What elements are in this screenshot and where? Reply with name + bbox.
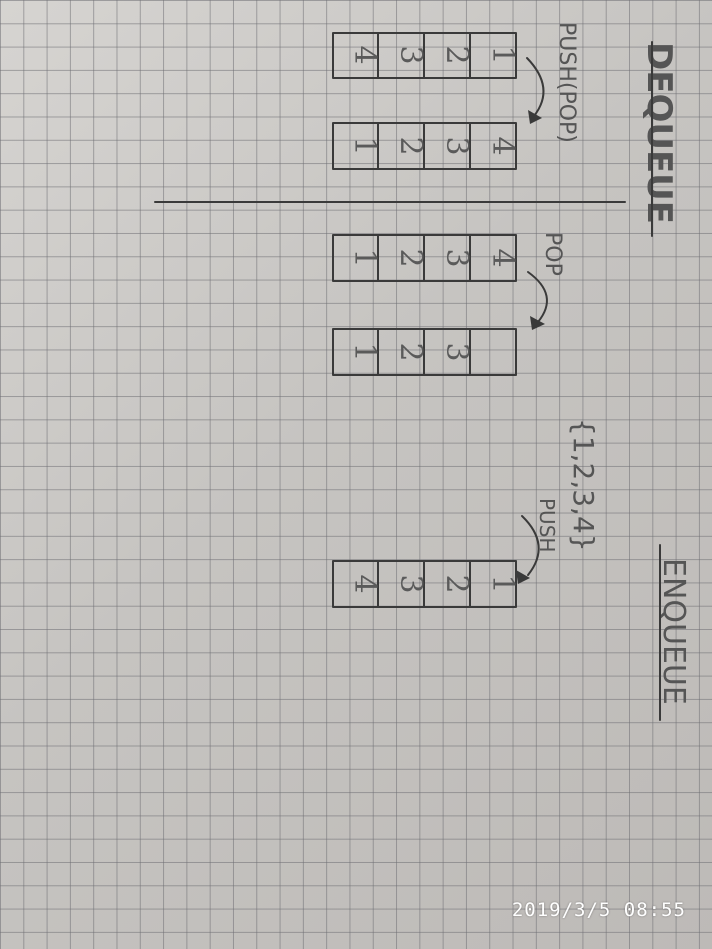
dequeue-title: DEQUEUE [639,42,679,224]
push-label: PUSH [535,498,559,552]
enqueue-title: ENQUEUE [656,558,691,705]
queue-cell: 2 [439,45,474,64]
queue-cell: 1 [485,574,520,593]
queue-cell: 3 [439,248,474,267]
photo-timestamp: 2019/3/5 08:55 [511,899,686,921]
queue-cell: 1 [485,45,520,64]
queue-cell: 2 [393,342,428,361]
push-pop-label: PUSH(POP) [554,22,579,143]
queue-cell: 4 [485,248,520,267]
queue-row-5: 1 2 3 4 [332,560,520,608]
queue-row-1: 1 2 3 4 [332,32,520,79]
queue-cell: 3 [393,45,428,64]
queue-row-3: 4 3 2 1 [332,234,520,282]
queue-cell: 1 [347,136,382,155]
pop-label: POP [540,232,565,276]
queue-row-4: 3 2 1 [332,328,517,376]
queue-cell: 2 [439,574,474,593]
queue-cell: 4 [347,574,382,593]
queue-row-2: 4 3 2 1 [332,122,520,170]
arrowhead [516,570,530,584]
queue-cell: 2 [393,136,428,155]
curved-arrow [527,271,548,323]
queue-cell: 3 [393,574,428,593]
queue-cell: 4 [485,136,520,155]
queue-cell: 1 [347,248,382,267]
curved-arrow [526,57,545,117]
queue-cell: 3 [439,136,474,155]
queue-cell: 2 [393,248,428,267]
queue-cell: 3 [439,342,474,361]
set-label: {1,2,3,4} [567,418,600,552]
arrowhead [528,110,542,124]
curved-arrow [521,515,540,576]
queue-cell: 1 [347,342,382,361]
arrowhead [530,316,545,330]
queue-cell: 4 [347,45,382,64]
